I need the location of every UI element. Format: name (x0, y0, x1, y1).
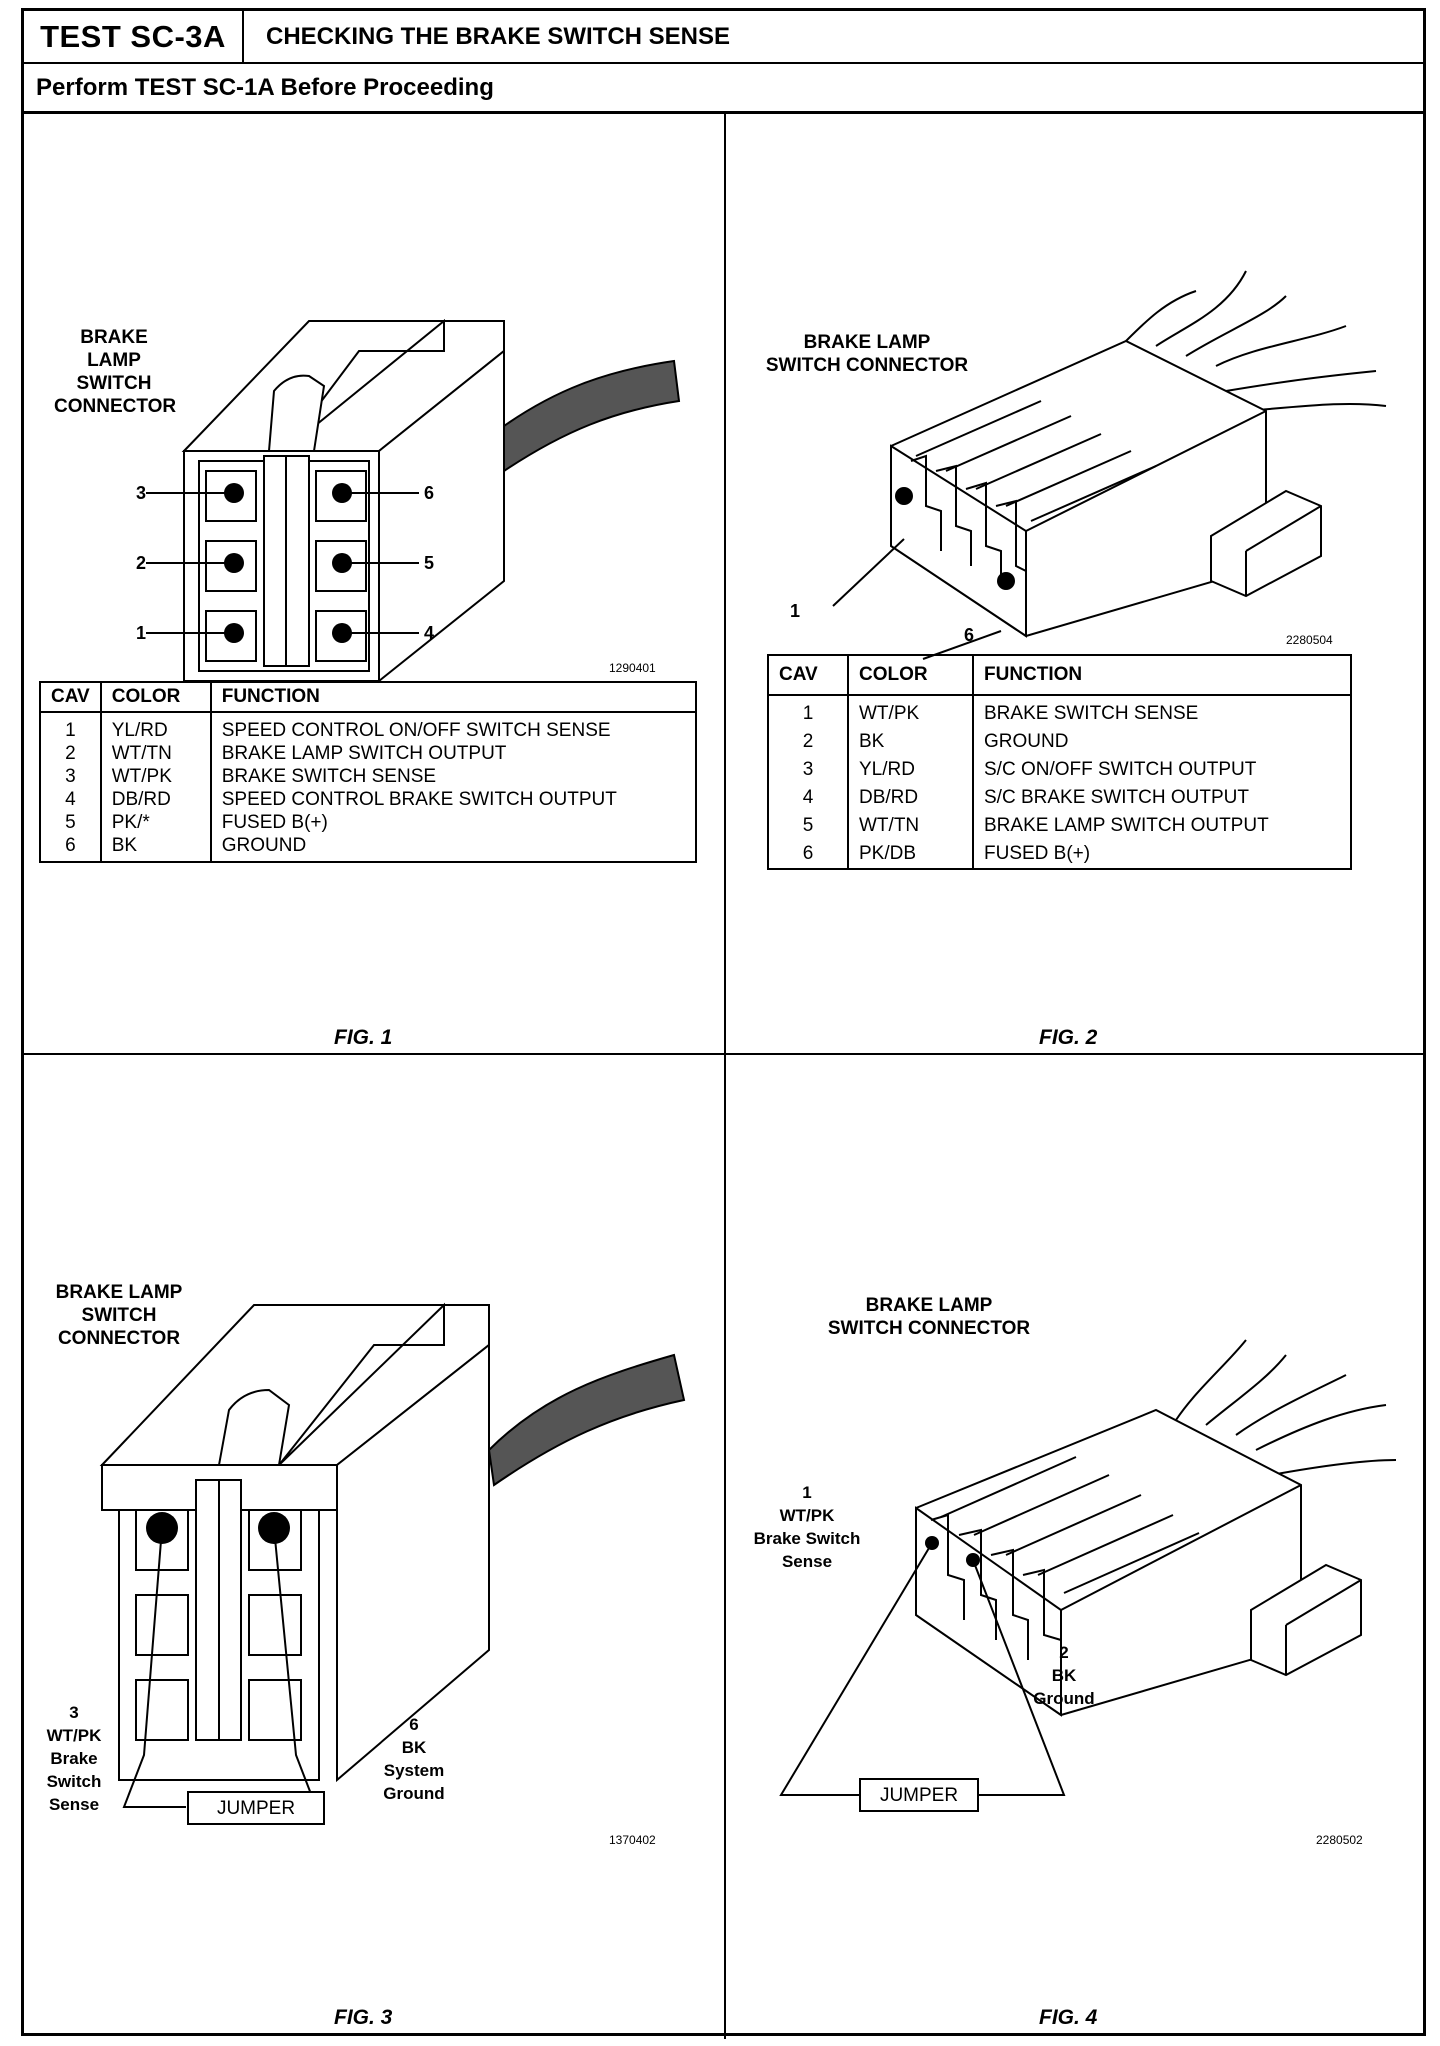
table-header-row: CAV COLOR FUNCTION (768, 655, 1351, 696)
cell-color: WT/TN (848, 812, 974, 840)
fig3-jumper-box: JUMPER (187, 1791, 325, 1825)
horizontal-divider (24, 1053, 1423, 1055)
fig1-pin-4: 4 (424, 623, 435, 643)
fig2-connector-label: BRAKE LAMP SWITCH CONNECTOR (765, 332, 969, 376)
fig3-caption: FIG. 3 (334, 2006, 393, 2029)
fig4-connector-label: BRAKE LAMP SWITCH CONNECTOR (827, 1295, 1031, 1339)
fig2-caption: FIG. 2 (1039, 1026, 1098, 1049)
cell-color: YL/RD (848, 756, 974, 784)
prerequisite-row: Perform TEST SC-1A Before Proceeding (24, 64, 1423, 114)
fig1-pin-1: 1 (136, 623, 147, 643)
col-cav: CAV (768, 655, 849, 696)
cell-function: GROUND (221, 835, 307, 856)
cell-cav: 3 (40, 765, 102, 788)
cell-function: SPEED CONTROL ON/OFF SWITCH SENSE (221, 720, 611, 741)
vertical-divider (724, 114, 726, 2039)
prerequisite-text: Perform TEST SC-1A Before Proceeding (36, 74, 494, 101)
cell-function: BRAKE LAMP SWITCH OUTPUT (221, 743, 507, 764)
header-row: TEST SC-3A CHECKING THE BRAKE SWITCH SEN… (24, 11, 1423, 64)
cell-cav: 1 (40, 712, 102, 742)
fig1-pin-2: 2 (136, 553, 147, 573)
cell-color: DB/RD (100, 788, 212, 811)
fig2-id: 2280504 (1286, 633, 1333, 647)
col-color: COLOR (100, 682, 212, 713)
fig1-connector-drawing (146, 318, 681, 684)
cell-color: BK (100, 834, 212, 862)
cell-function: S/C ON/OFF SWITCH OUTPUT (984, 759, 1257, 780)
fig4-jumper-box: JUMPER (859, 1778, 979, 1812)
fig1-pin-5: 5 (424, 553, 435, 573)
fig3-id: 1370402 (609, 1833, 656, 1847)
fig3-right-callout: 6 BK System Ground (383, 1715, 445, 1803)
fig1-id: 1290401 (609, 661, 656, 675)
fig4-right-callout: 2 BK Ground (1033, 1643, 1095, 1708)
fig2-pin-6: 6 (964, 625, 975, 645)
col-function: FUNCTION (210, 682, 696, 713)
cell-cav: 2 (40, 742, 102, 765)
cell-cav: 6 (768, 840, 849, 869)
col-color: COLOR (848, 655, 974, 696)
fig4-caption: FIG. 4 (1039, 2006, 1098, 2029)
cell-function: BRAKE SWITCH SENSE (221, 766, 437, 787)
cell-color: PK/DB (848, 840, 974, 869)
cell-cav: 5 (40, 811, 102, 834)
fig2-connector-drawing (832, 270, 1387, 660)
cell-color: DB/RD (848, 784, 974, 812)
col-function: FUNCTION (973, 655, 1351, 696)
test-page: TEST SC-3A CHECKING THE BRAKE SWITCH SEN… (21, 8, 1426, 2039)
fig1-caption: FIG. 1 (334, 1026, 393, 1049)
cell-cav: 2 (768, 728, 849, 756)
fig3-connector-label: BRAKE LAMP SWITCH CONNECTOR (55, 1282, 183, 1349)
cell-cav: 6 (40, 834, 102, 862)
fig1-pin-6: 6 (424, 483, 435, 503)
fig3-left-callout: 3 WT/PK Brake Switch Sense (46, 1703, 102, 1814)
cell-color: YL/RD (100, 712, 212, 742)
cell-function: BRAKE LAMP SWITCH OUTPUT (984, 815, 1269, 836)
cell-color: PK/* (100, 811, 212, 834)
cell-function: SPEED CONTROL BRAKE SWITCH OUTPUT (221, 789, 617, 810)
cell-color: WT/PK (848, 695, 974, 728)
table-header-row: CAV COLOR FUNCTION (40, 682, 696, 713)
col-cav: CAV (40, 682, 102, 713)
cell-function: GROUND (984, 731, 1069, 752)
fig3-connector-drawing (99, 1302, 686, 1808)
fig4-id: 2280502 (1316, 1833, 1363, 1847)
cell-function: S/C BRAKE SWITCH OUTPUT (984, 787, 1249, 808)
cell-color: WT/TN (100, 742, 212, 765)
cell-function: FUSED B(+) (221, 812, 328, 833)
cell-function: FUSED B(+) (984, 843, 1091, 864)
fig4-left-callout: 1 WT/PK Brake Switch Sense (753, 1483, 861, 1571)
test-title: CHECKING THE BRAKE SWITCH SENSE (266, 23, 731, 50)
cell-color: WT/PK (100, 765, 212, 788)
fig1-pin-3: 3 (136, 483, 147, 503)
test-id: TEST SC-3A (24, 11, 244, 62)
cell-function: BRAKE SWITCH SENSE (984, 703, 1199, 724)
cell-cav: 3 (768, 756, 849, 784)
fig2-pin-1: 1 (790, 601, 801, 621)
cell-cav: 5 (768, 812, 849, 840)
fig4-connector-drawing (779, 1339, 1397, 1796)
cell-cav: 1 (768, 695, 849, 728)
cell-cav: 4 (768, 784, 849, 812)
fig1-connector-label: BRAKE LAMP SWITCH CONNECTOR (54, 327, 177, 417)
cell-color: BK (848, 728, 974, 756)
cell-cav: 4 (40, 788, 102, 811)
